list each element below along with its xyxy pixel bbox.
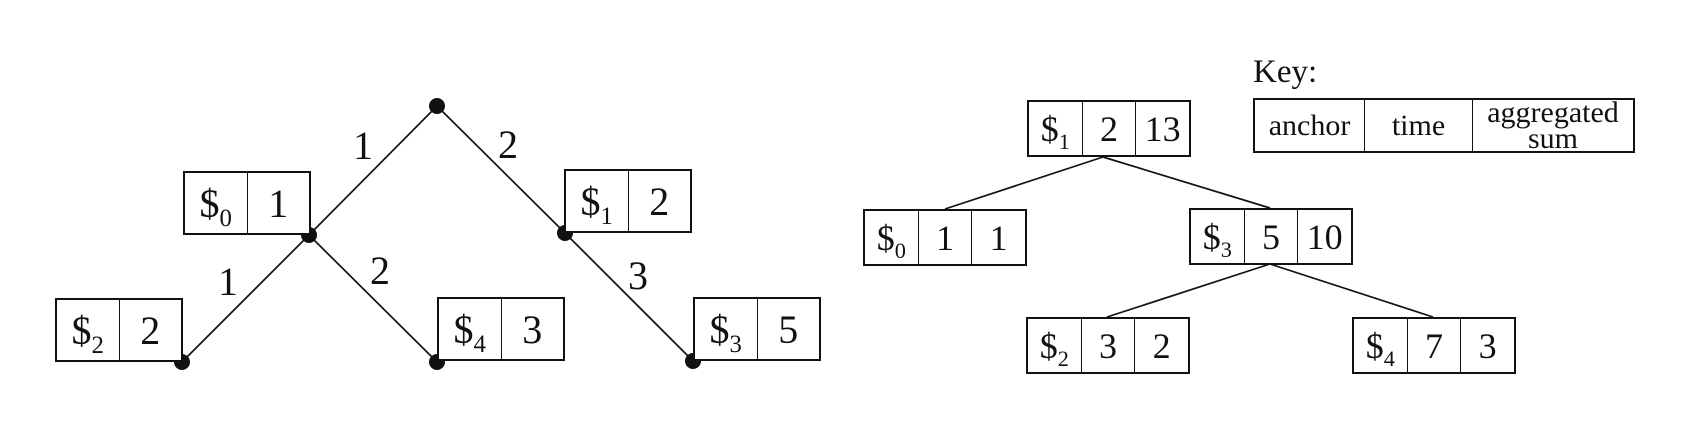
agg-node-s3: $3 5 10 xyxy=(1189,208,1353,265)
key-col-anchor: anchor xyxy=(1268,108,1351,142)
sum-cell: 2 xyxy=(1134,319,1188,372)
time-cell: 5 xyxy=(756,299,820,359)
time-cell: 3 xyxy=(500,299,564,359)
left-node-s0: $0 1 xyxy=(183,171,311,235)
agg-node-s4: $4 7 3 xyxy=(1352,317,1516,374)
edge-weight-root-right: 2 xyxy=(498,122,518,167)
anchor-cell: $2 xyxy=(71,307,104,359)
edge-left-to-s4 xyxy=(308,234,438,363)
edge-weight-root-left: 1 xyxy=(353,123,373,168)
edge-agg-s3-to-s2 xyxy=(1106,263,1271,318)
time-cell: 1 xyxy=(917,211,972,264)
edge-root-left xyxy=(308,105,438,236)
key-col-time: time xyxy=(1364,100,1472,151)
key-col-aggregated-sum: aggregated sum xyxy=(1472,98,1633,153)
edge-right-to-s3 xyxy=(564,232,694,362)
sum-cell: 10 xyxy=(1297,210,1351,263)
anchor-cell: $1 xyxy=(1040,108,1070,154)
anchor-cell: $0 xyxy=(199,180,232,232)
left-node-s2: $2 2 xyxy=(55,298,183,362)
edge-weight-left-to-s4: 2 xyxy=(370,248,390,293)
edge-left-to-s2 xyxy=(181,234,310,363)
edge-weight-right-to-s3: 3 xyxy=(628,253,648,298)
anchor-cell: $3 xyxy=(1202,216,1232,262)
edge-agg-root-to-s0 xyxy=(944,156,1104,210)
anchor-cell: $4 xyxy=(453,306,486,358)
agg-node-s2: $2 3 2 xyxy=(1026,317,1190,374)
anchor-cell: $4 xyxy=(1365,325,1395,371)
left-node-s3: $3 5 xyxy=(693,297,821,361)
sum-cell: 13 xyxy=(1135,102,1189,155)
time-cell: 3 xyxy=(1080,319,1135,372)
left-node-s4: $4 3 xyxy=(437,297,565,361)
node-dot-root xyxy=(429,98,445,114)
agg-node-s0: $0 1 1 xyxy=(863,209,1027,266)
agg-node-s1-root: $1 2 13 xyxy=(1027,100,1191,157)
key-title: Key: xyxy=(1253,54,1318,90)
time-cell: 7 xyxy=(1406,319,1461,372)
time-cell: 2 xyxy=(1081,102,1136,155)
time-cell: 1 xyxy=(246,173,310,233)
time-cell: 2 xyxy=(627,171,691,231)
edge-agg-s3-to-s4 xyxy=(1269,263,1434,318)
anchor-cell: $3 xyxy=(709,306,742,358)
anchor-cell: $0 xyxy=(876,217,906,263)
time-cell: 5 xyxy=(1243,210,1298,263)
left-node-s1: $1 2 xyxy=(564,169,692,233)
edge-agg-root-to-s3 xyxy=(1102,156,1271,209)
anchor-cell: $1 xyxy=(580,178,613,230)
time-cell: 2 xyxy=(118,300,182,360)
key-legend-box: anchor time aggregated sum xyxy=(1253,98,1635,153)
sum-cell: 3 xyxy=(1460,319,1514,372)
anchor-cell: $2 xyxy=(1039,325,1069,371)
sum-cell: 1 xyxy=(971,211,1025,264)
edge-weight-left-to-s2: 1 xyxy=(218,259,238,304)
edge-root-right xyxy=(436,105,566,234)
